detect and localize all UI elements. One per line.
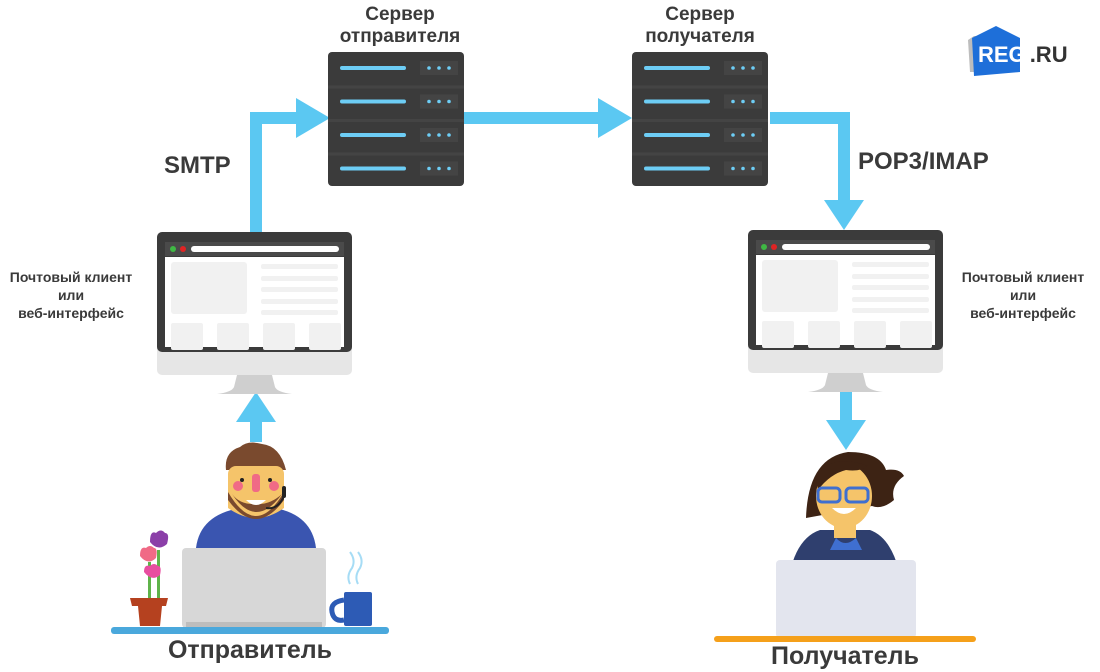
receiver-client-label: Почтовый клиент или веб-интерфейс bbox=[952, 268, 1094, 322]
server-row-divider bbox=[328, 119, 464, 122]
receiver-monitor-icon bbox=[748, 230, 943, 392]
server-led bbox=[741, 133, 745, 137]
sender-monitor-icon bbox=[157, 232, 352, 394]
receiver-client-line1: Почтовый клиент bbox=[961, 269, 1085, 285]
arrow-smtp bbox=[250, 98, 330, 232]
server-row-bar bbox=[644, 133, 710, 137]
server-led bbox=[751, 166, 755, 171]
reg-ru-logo bbox=[968, 26, 1020, 76]
server-row-bar bbox=[644, 99, 710, 104]
sender-client-label: Почтовый клиент или веб-интерфейс bbox=[0, 268, 142, 322]
server-led bbox=[751, 66, 755, 70]
server-led bbox=[427, 66, 431, 70]
receiver-server-title-line1: Сервер bbox=[665, 4, 735, 25]
sender-client-line1: Почтовый клиент bbox=[9, 269, 133, 285]
sender-server-icon bbox=[328, 52, 464, 186]
receiver-server-title: Сервер получателя bbox=[620, 4, 780, 48]
server-row-divider bbox=[632, 152, 768, 156]
receiver-label: Получатель bbox=[771, 642, 919, 670]
server-row-bar bbox=[340, 99, 406, 104]
sender-server-title: Сервер отправителя bbox=[320, 4, 480, 48]
receiver-person-illustration bbox=[714, 452, 976, 642]
server-led bbox=[731, 133, 735, 137]
smtp-label: SMTP bbox=[164, 152, 231, 179]
server-row-bar bbox=[644, 166, 710, 171]
logo-suffix: .RU bbox=[1029, 42, 1068, 67]
sender-server-title-line1: Сервер bbox=[365, 4, 435, 25]
logo-brand: REG bbox=[978, 42, 1026, 67]
server-led bbox=[437, 133, 441, 137]
server-row-bar bbox=[340, 133, 406, 137]
server-led bbox=[731, 66, 735, 70]
sender-label: Отправитель bbox=[167, 636, 333, 664]
server-led bbox=[447, 99, 451, 104]
server-led bbox=[731, 166, 735, 171]
server-led bbox=[751, 133, 755, 137]
sender-server-title-line2: отправителя bbox=[339, 26, 461, 47]
server-led bbox=[437, 99, 441, 104]
arrow-client-to-receiver bbox=[826, 392, 866, 450]
server-led bbox=[427, 99, 431, 104]
server-led bbox=[741, 66, 745, 70]
server-row-bar bbox=[340, 66, 406, 70]
server-led bbox=[741, 99, 745, 104]
server-row-divider bbox=[328, 85, 464, 89]
server-led bbox=[447, 66, 451, 70]
sender-client-line3: веб-интерфейс bbox=[18, 305, 124, 321]
logo-text: REG.RU bbox=[978, 42, 1068, 68]
receiver-client-line2: или bbox=[1009, 287, 1037, 303]
arrow-pop3-imap bbox=[770, 112, 864, 230]
server-led bbox=[447, 133, 451, 137]
server-led bbox=[427, 133, 431, 137]
arrow-server-to-server bbox=[464, 98, 632, 138]
server-led bbox=[447, 166, 451, 171]
server-led bbox=[437, 166, 441, 171]
server-led bbox=[731, 99, 735, 104]
receiver-server-icon bbox=[632, 52, 768, 186]
server-row-bar bbox=[340, 166, 406, 171]
sender-client-line2: или bbox=[57, 287, 85, 303]
server-led bbox=[437, 66, 441, 70]
server-row-divider bbox=[632, 85, 768, 89]
server-row-divider bbox=[632, 119, 768, 122]
sender-person-illustration bbox=[111, 442, 389, 634]
pop3-imap-label: POP3/IMAP bbox=[858, 148, 989, 175]
server-row-bar bbox=[644, 66, 710, 70]
server-led bbox=[751, 99, 755, 104]
receiver-server-title-line2: получателя bbox=[645, 26, 755, 47]
server-led bbox=[427, 166, 431, 171]
arrow-sender-to-client bbox=[236, 392, 276, 442]
server-row-divider bbox=[328, 152, 464, 156]
receiver-client-line3: веб-интерфейс bbox=[970, 305, 1076, 321]
server-led bbox=[741, 166, 745, 171]
